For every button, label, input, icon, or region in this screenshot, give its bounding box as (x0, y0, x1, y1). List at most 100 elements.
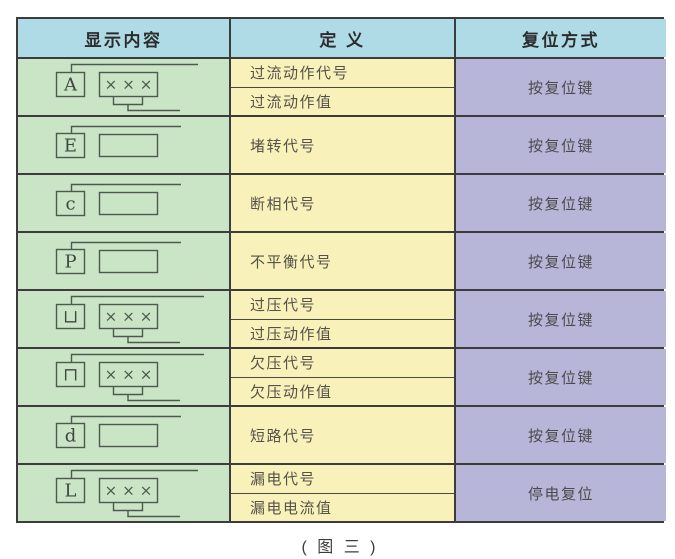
value-placeholder: ××× (105, 366, 158, 384)
callout-top-line (70, 353, 204, 363)
definition-text: 过流动作值 (231, 86, 454, 116)
display-cell: P (18, 233, 229, 289)
definition-text: 断相代号 (250, 195, 317, 213)
table-row-unbalance: P 不平衡代号 按复位键 (18, 231, 666, 289)
definition-cell: 短路代号 (229, 407, 454, 463)
reset-cell: 按复位键 (454, 175, 666, 231)
figure-caption: ( 图 三 ) (301, 539, 379, 556)
definition-text: 堵转代号 (250, 137, 317, 155)
definition-cell: 过流动作代号 过流动作值 (229, 59, 454, 115)
fault-display-table: 显示内容 定 义 复位方式 A ××× 过流动作代号 过流动作值 (16, 17, 666, 523)
value-box (98, 477, 159, 504)
definition-text: 漏电代号 (250, 471, 317, 489)
reset-cell: 按复位键 (454, 59, 666, 115)
code-box (55, 190, 86, 217)
display-cell: ⊔ ××× (18, 291, 229, 347)
display-cell: d (18, 407, 229, 463)
callout-bottom-line (127, 510, 180, 518)
definition-cell: 欠压代号 欠压动作值 (229, 349, 454, 405)
callout-top-line (70, 125, 181, 134)
code-glyph: E (64, 136, 77, 157)
code-box (55, 422, 86, 449)
display-code-icon: A ××× (55, 63, 198, 112)
definition-cell: 漏电代号 漏电电流值 (229, 465, 454, 521)
callout-bottom-line (127, 394, 180, 402)
reset-cell: 按复位键 (454, 291, 666, 347)
display-cell: E (18, 117, 229, 173)
table-row-stall: E 堵转代号 按复位键 (18, 115, 666, 173)
value-placeholder: ××× (105, 308, 158, 326)
reset-cell: 按复位键 (454, 407, 666, 463)
display-code-icon: c (55, 183, 181, 217)
definition-cell: 不平衡代号 (229, 233, 454, 289)
definition-cell: 断相代号 (229, 175, 454, 231)
reset-cell: 按复位键 (454, 233, 666, 289)
definition-cell: 过压代号 过压动作值 (229, 291, 454, 347)
table-row-leakage: L ××× 漏电代号 漏电电流值 停电复位 (18, 463, 666, 521)
callout-bottom-line (127, 336, 180, 344)
callout-top-line (70, 469, 198, 479)
display-code-icon: E (55, 125, 181, 159)
callout-top-line (70, 183, 181, 192)
code-glyph: ⊔ (63, 307, 78, 328)
code-glyph: d (65, 426, 77, 447)
definition-text: 过流动作代号 (250, 65, 350, 83)
display-code-icon: P (55, 241, 181, 275)
display-code-icon: ⊓ ××× (55, 353, 204, 402)
header-definition: 定 义 (229, 19, 454, 57)
value-box (98, 303, 159, 330)
definition-text: 漏电电流值 (231, 492, 454, 522)
code-box (55, 477, 86, 504)
table-row-phase-loss: c 断相代号 按复位键 (18, 173, 666, 231)
display-cell: L ××× (18, 465, 229, 521)
callout-bottom-line (127, 104, 180, 112)
code-box (55, 132, 86, 159)
value-placeholder: ××× (105, 482, 158, 500)
code-glyph: A (63, 75, 78, 96)
display-cell: c (18, 175, 229, 231)
value-box (98, 249, 159, 274)
code-glyph: P (64, 252, 76, 273)
header-row: 显示内容 定 义 复位方式 (18, 19, 666, 57)
reset-cell: 按复位键 (454, 117, 666, 173)
display-code-icon: ⊔ ××× (55, 295, 204, 344)
code-glyph: ⊓ (63, 365, 78, 386)
definition-text: 欠压动作值 (231, 376, 454, 406)
callout-bracket (112, 386, 144, 396)
definition-text: 过压动作值 (231, 318, 454, 348)
value-box (98, 191, 159, 216)
display-cell: A ××× (18, 59, 229, 115)
callout-bracket (112, 502, 144, 512)
reset-cell: 停电复位 (454, 465, 666, 521)
callout-bracket (112, 328, 144, 338)
definition-cell: 堵转代号 (229, 117, 454, 173)
value-box (98, 423, 159, 448)
table-row-short-circuit: d 短路代号 按复位键 (18, 405, 666, 463)
display-cell: ⊓ ××× (18, 349, 229, 405)
code-box (55, 361, 86, 388)
definition-text: 短路代号 (250, 427, 317, 445)
code-glyph: c (65, 194, 75, 215)
value-placeholder: ××× (105, 76, 158, 94)
header-reset-method: 复位方式 (454, 19, 666, 57)
code-glyph: L (65, 481, 77, 502)
callout-top-line (70, 295, 204, 305)
definition-text: 欠压代号 (250, 355, 317, 373)
table-row-overcurrent: A ××× 过流动作代号 过流动作值 按复位键 (18, 57, 666, 115)
display-code-icon: d (55, 415, 181, 449)
callout-top-line (70, 241, 181, 250)
value-box (98, 71, 159, 98)
code-box (55, 248, 86, 275)
table-row-overvoltage: ⊔ ××× 过压代号 过压动作值 按复位键 (18, 289, 666, 347)
definition-text: 不平衡代号 (250, 253, 333, 271)
callout-top-line (70, 415, 181, 424)
value-box (98, 133, 159, 158)
code-box (55, 71, 86, 98)
header-display-content: 显示内容 (18, 19, 229, 57)
callout-top-line (70, 63, 198, 73)
table-row-undervoltage: ⊓ ××× 欠压代号 欠压动作值 按复位键 (18, 347, 666, 405)
display-code-icon: L ××× (55, 469, 198, 518)
callout-bracket (112, 96, 144, 106)
value-box (98, 361, 159, 388)
